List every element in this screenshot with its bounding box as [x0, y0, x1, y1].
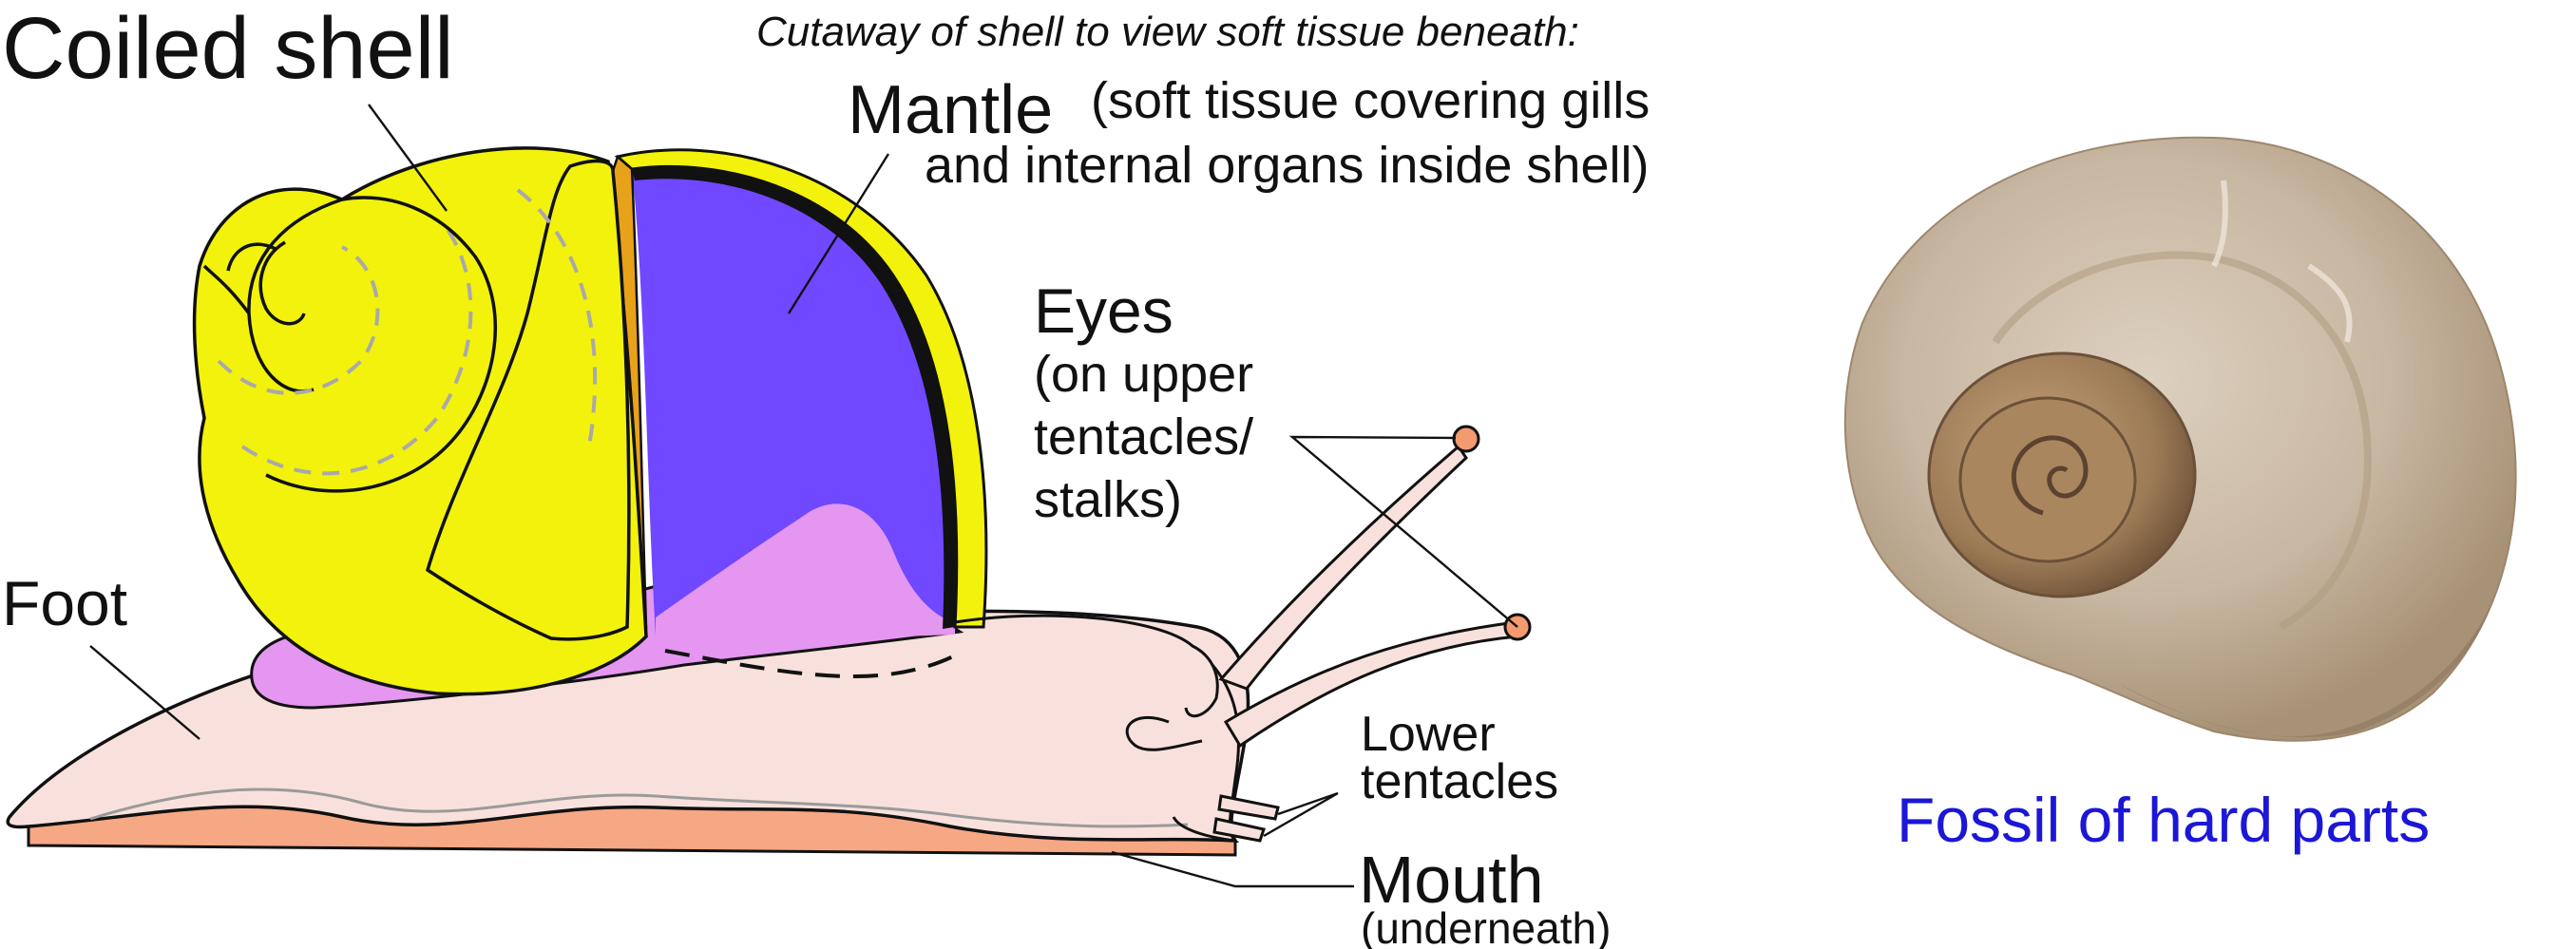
fossil-crack [2211, 180, 2353, 343]
shell-inner-whorl [265, 196, 498, 493]
eye-back [1452, 425, 1480, 453]
fossil-apex-spiral [2012, 435, 2089, 516]
label-eyes-desc-2: tentacles/ [1034, 408, 1253, 465]
label-coiled-shell: Coiled shell [2, 0, 454, 97]
mantle-organ-bump [656, 503, 955, 640]
leader-eyes [1288, 435, 1518, 628]
label-eyes-desc-1: (on upper [1034, 346, 1253, 403]
shell-lip [425, 159, 631, 641]
label-lower-tentacles-2: tentacles [1361, 754, 1558, 809]
fossil-whorl-ridge [1992, 251, 2372, 631]
leader-foot [89, 645, 200, 740]
leader-mantle [787, 153, 890, 314]
shell-suture-dashes [217, 188, 598, 476]
label-mouth: Mouth [1359, 843, 1544, 917]
label-foot: Foot [2, 568, 127, 638]
fossil-caption: Fossil of hard parts [1897, 785, 2430, 855]
shell-whorls [202, 198, 343, 393]
label-eyes: Eyes [1034, 275, 1174, 346]
label-cutaway-note: Cutaway of shell to view soft tissue ben… [756, 9, 1579, 55]
lower-tentacle-2 [1212, 817, 1266, 843]
head-lump [1184, 644, 1219, 718]
label-lower-tentacles-1: Lower [1361, 707, 1496, 762]
label-mantle: Mantle [848, 72, 1053, 148]
hidden-body-line [664, 649, 956, 679]
labels: Coiled shell Cutaway of shell to view so… [2, 0, 1650, 949]
label-mantle-desc-1: (soft tissue covering gills [1091, 72, 1650, 129]
upper-tentacle-back [1218, 444, 1468, 691]
lower-tentacle-1 [1217, 794, 1280, 821]
cheek-fold [1125, 715, 1203, 751]
label-mantle-desc-2: and internal organs inside shell) [925, 137, 1649, 194]
foot-edge-line [89, 788, 1189, 828]
snail-illustration [6, 146, 1532, 857]
mantle-region [632, 162, 957, 639]
label-mouth-desc: (underneath) [1361, 903, 1611, 949]
label-eyes-desc-3: stalks) [1034, 471, 1182, 528]
leader-coiled-shell [368, 104, 448, 212]
leader-lines [89, 104, 1518, 888]
leader-mouth [1111, 850, 1354, 888]
fossil-photo [1843, 136, 2517, 742]
leader-lower-tentacles [1263, 791, 1339, 838]
